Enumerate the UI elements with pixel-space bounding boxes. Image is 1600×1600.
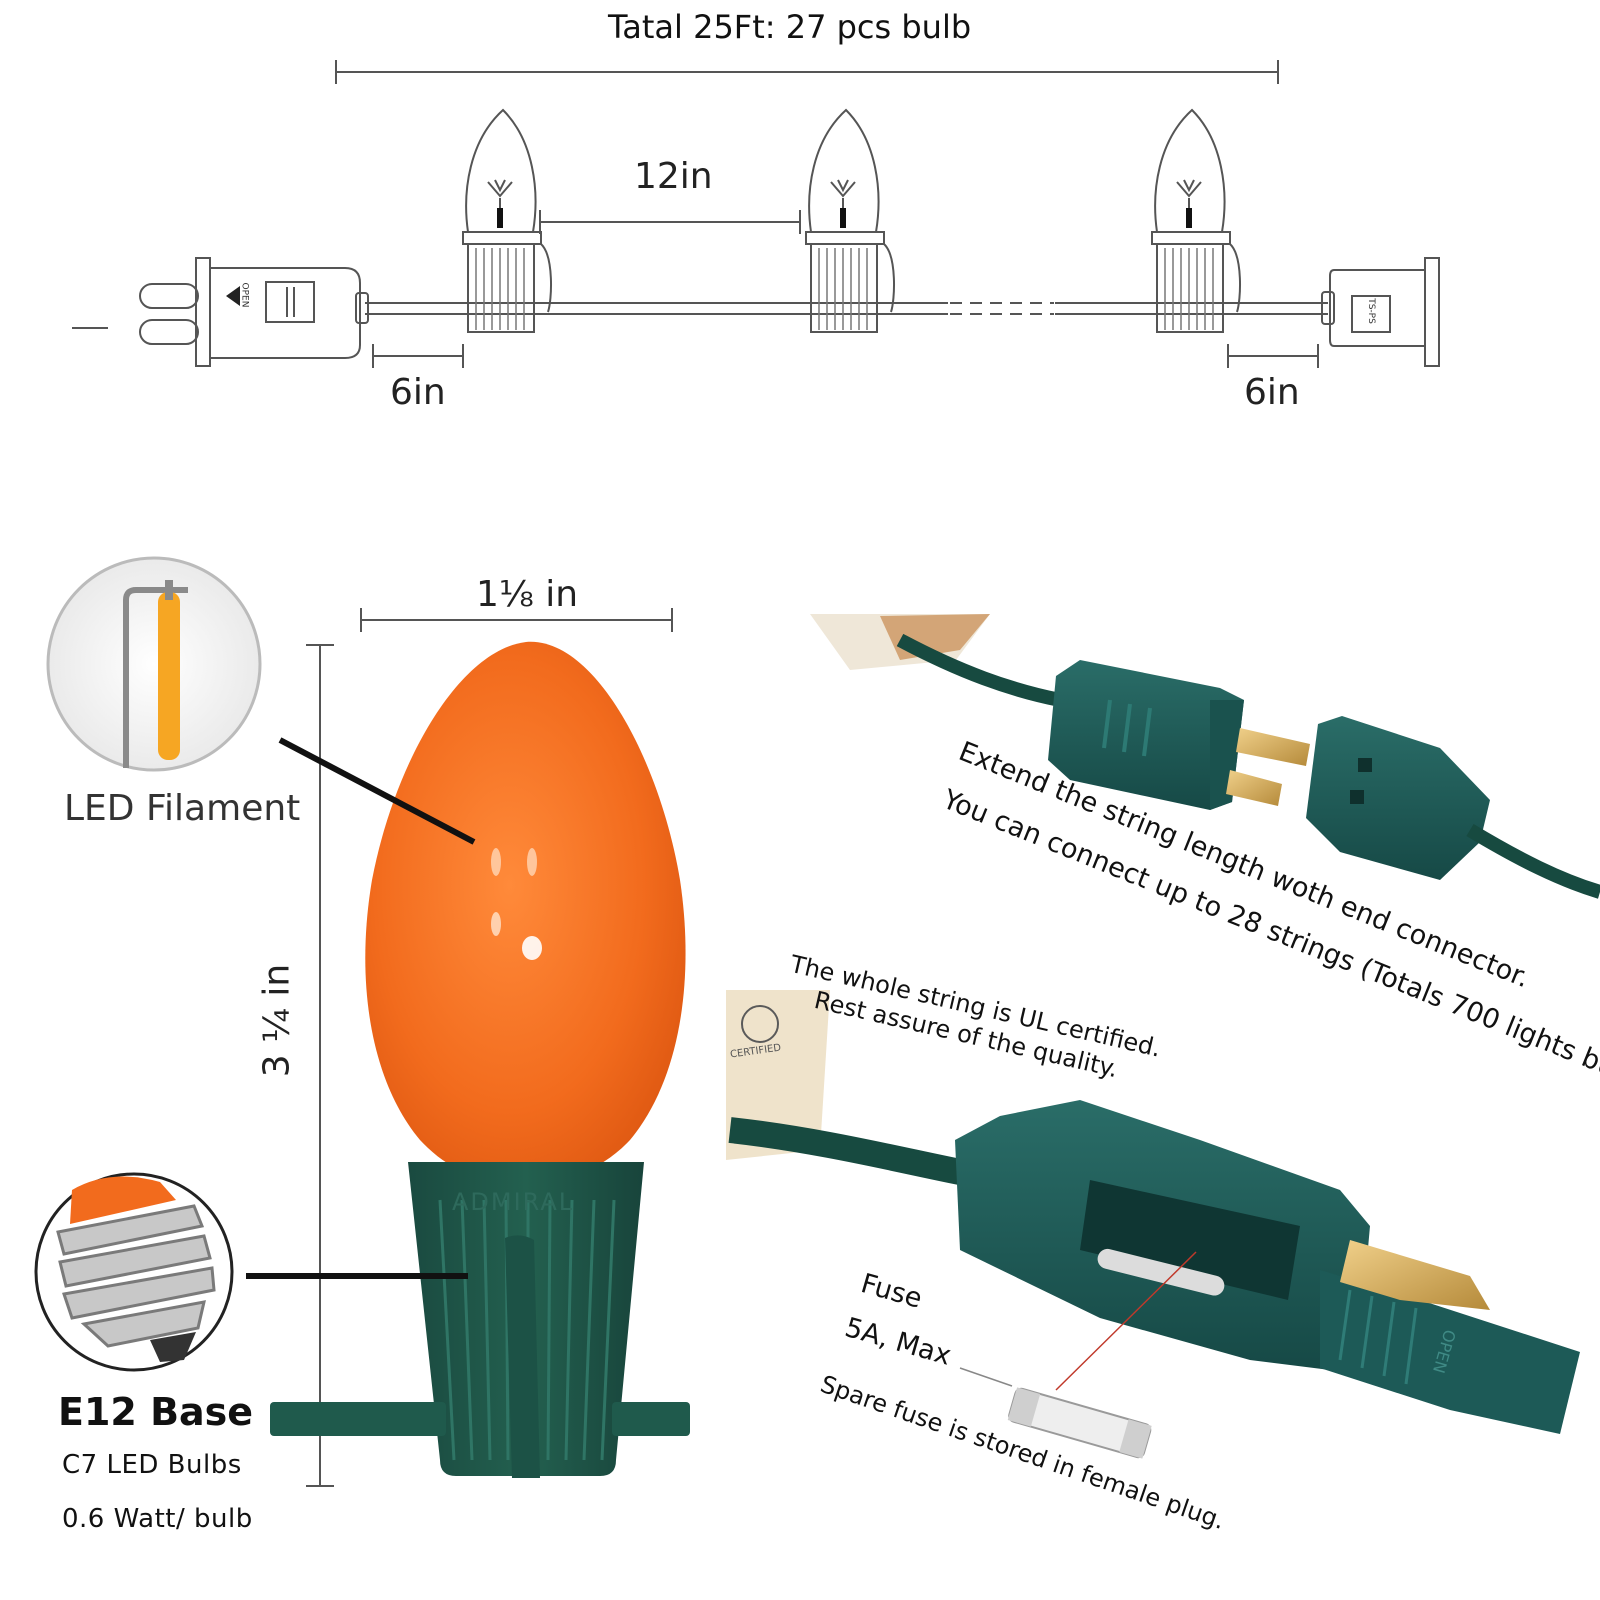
bulb-spacing-label: 12in (634, 156, 713, 197)
bulb-base-brand-text: ADMIRAL (452, 1188, 575, 1216)
lead-right-label: 6in (1244, 372, 1300, 413)
led-filament-label: LED Filament (64, 788, 301, 829)
lead-left-label: 6in (390, 372, 446, 413)
bulb-width-label: 1⅛ in (476, 574, 579, 615)
e12-base-label: E12 Base (58, 1390, 254, 1434)
bulb-type-label: C7 LED Bulbs (62, 1450, 242, 1480)
led-filament-inset (46, 556, 262, 772)
wattage-label: 0.6 Watt/ bulb (62, 1504, 253, 1534)
total-length-label: Tatal 25Ft: 27 pcs bulb (608, 8, 972, 46)
orange-bulb-glass (365, 641, 686, 1182)
string-light-line-diagram (72, 60, 1440, 368)
